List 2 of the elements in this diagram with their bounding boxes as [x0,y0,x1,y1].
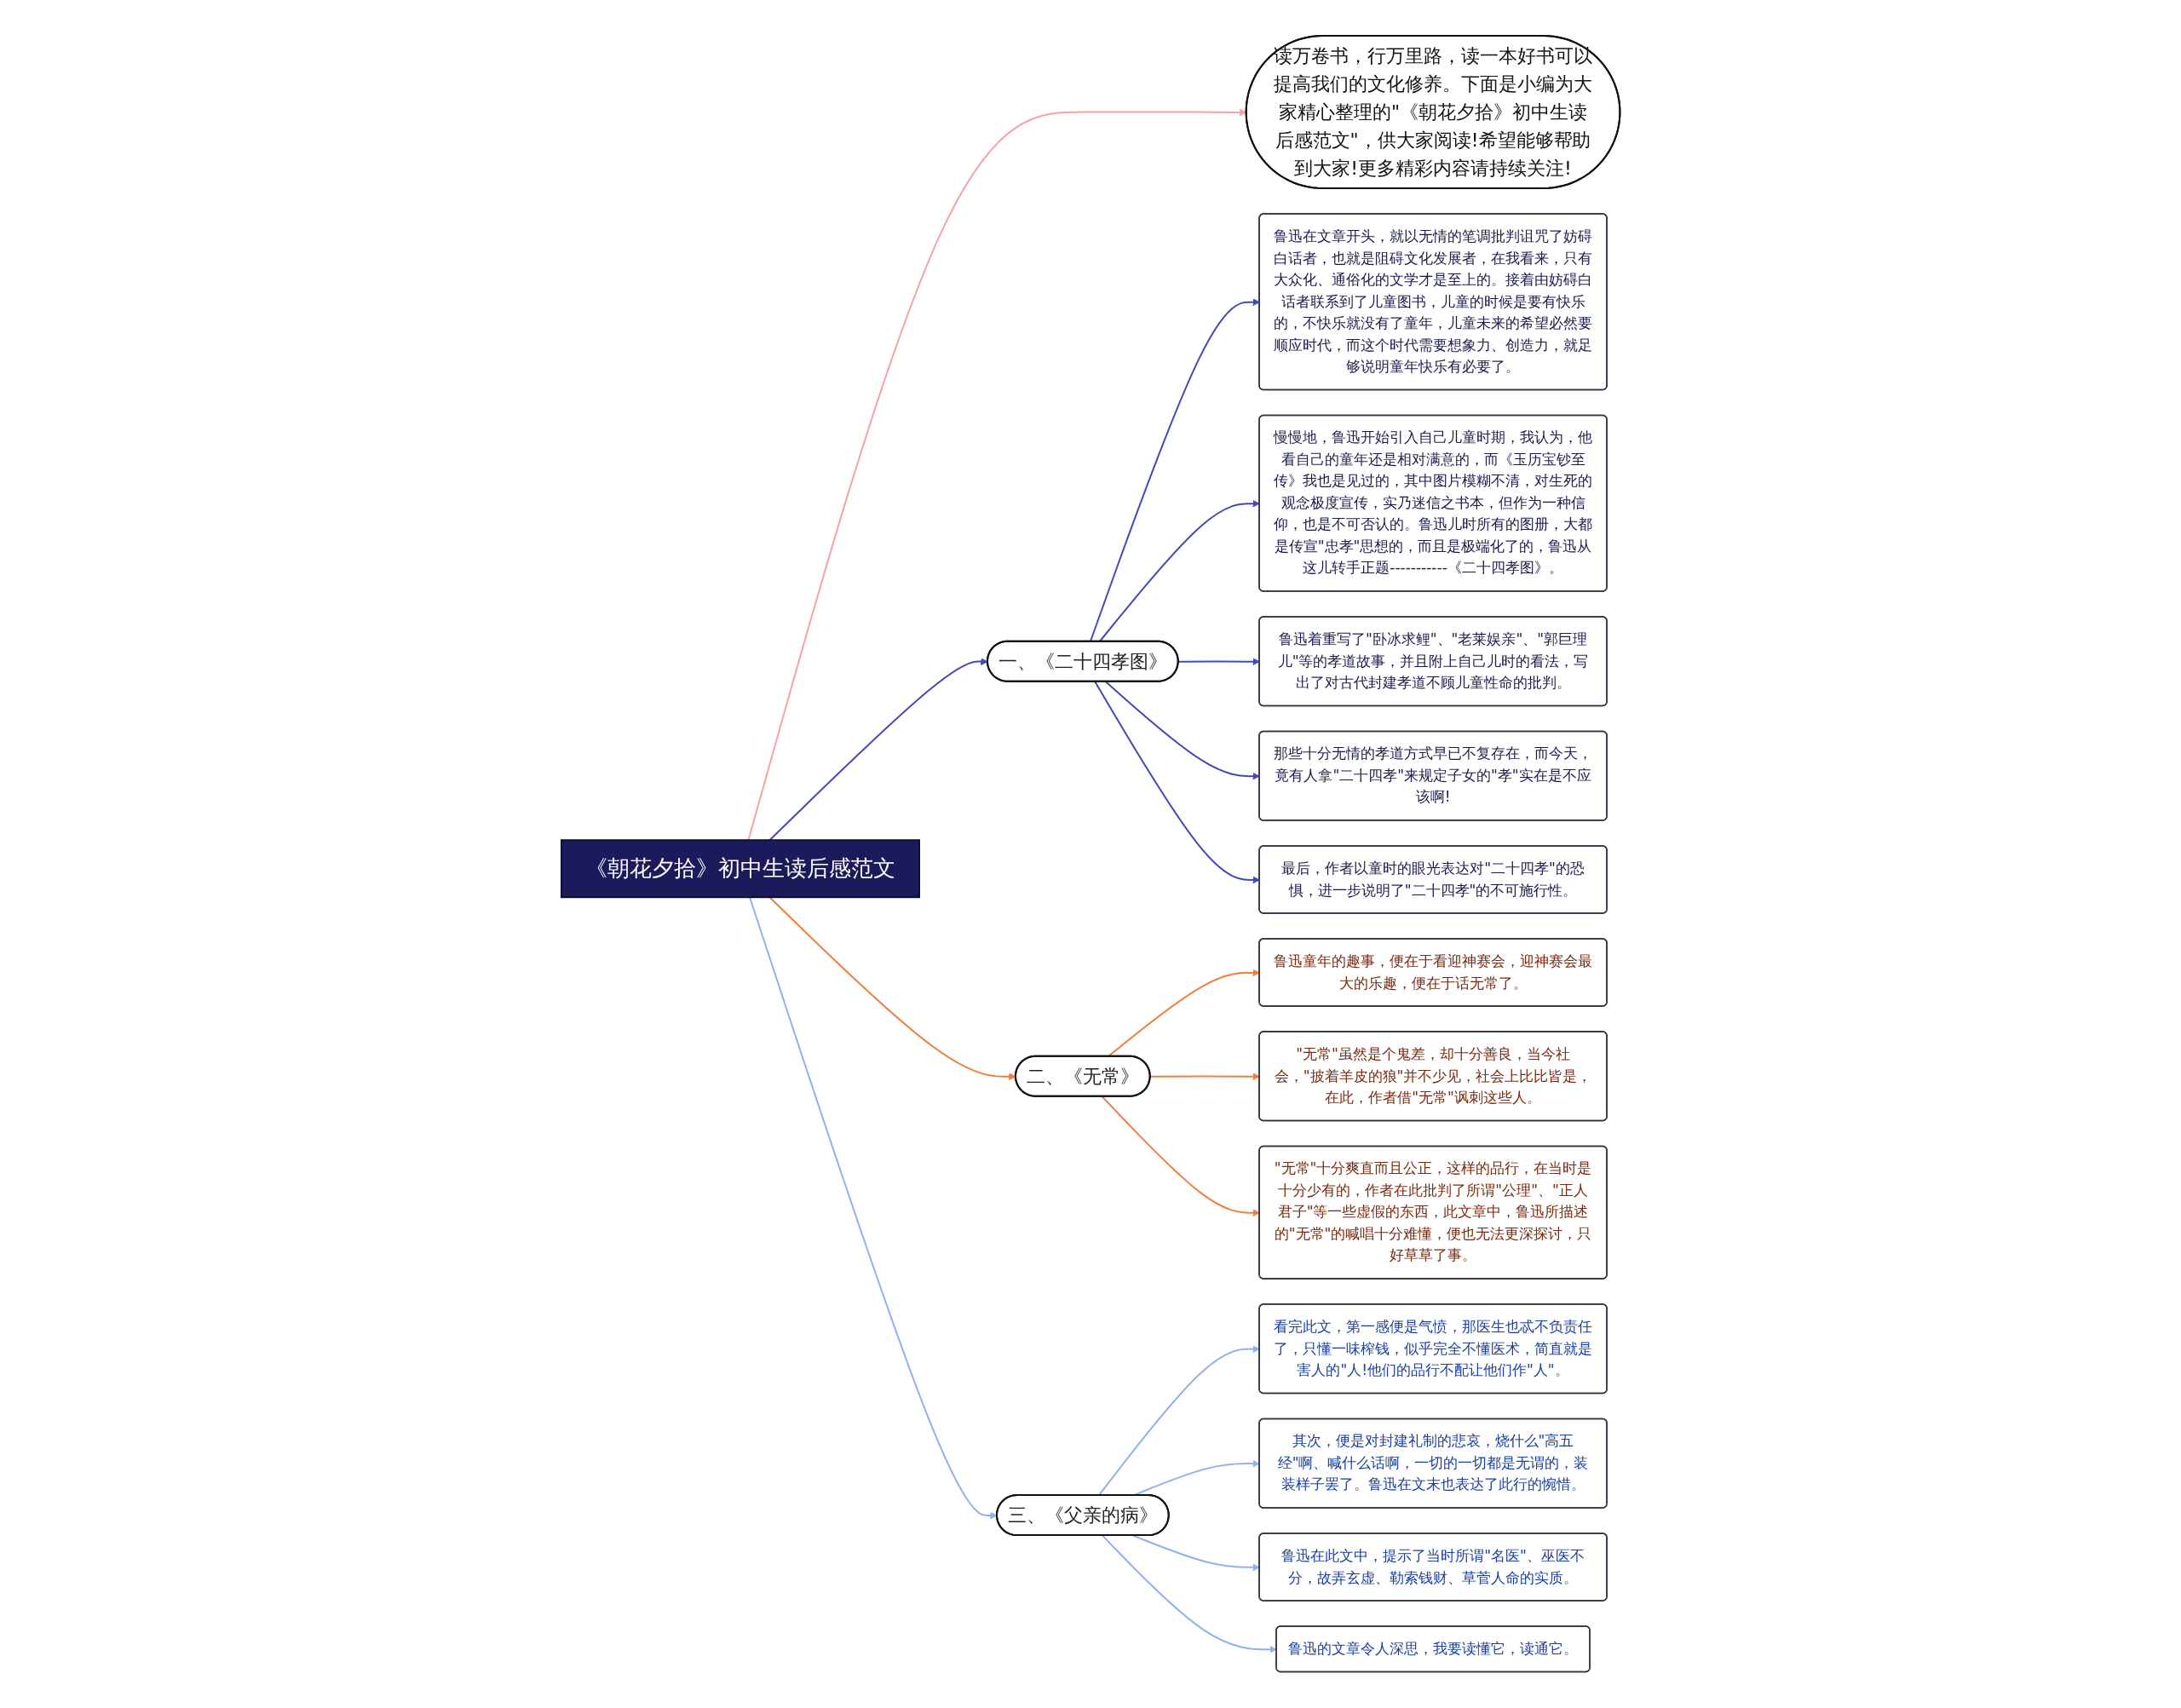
node-box: 《朝花夕拾》初中生读后感范文 [560,839,920,899]
arrow [748,896,998,1520]
